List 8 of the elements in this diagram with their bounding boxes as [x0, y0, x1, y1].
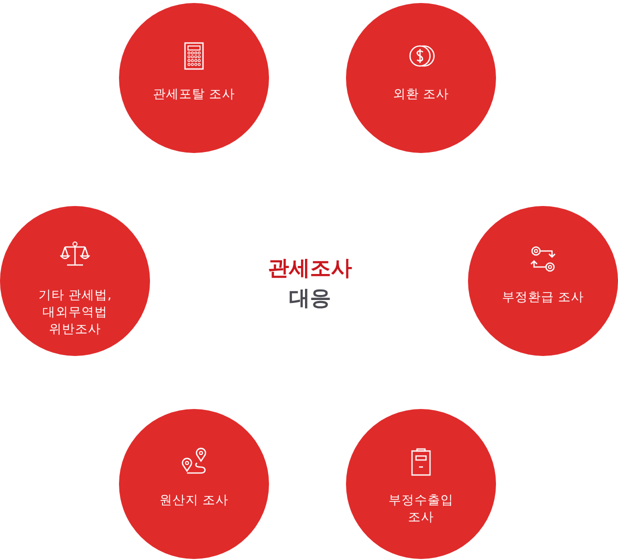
topic-label: 기타 관세법, 대외무역법 위반조사 — [38, 286, 112, 337]
topic-label: 부정수출입 조사 — [388, 491, 454, 525]
topic-label: 원산지 조사 — [158, 491, 230, 508]
topic-label: 외환 조사 — [392, 85, 450, 102]
center-heading: 관세조사 — [267, 255, 353, 282]
topic-label: 부정환급 조사 — [501, 288, 585, 305]
topic-label: 관세포탈 조사 — [152, 85, 236, 102]
center-heading: 대응 — [288, 285, 332, 312]
